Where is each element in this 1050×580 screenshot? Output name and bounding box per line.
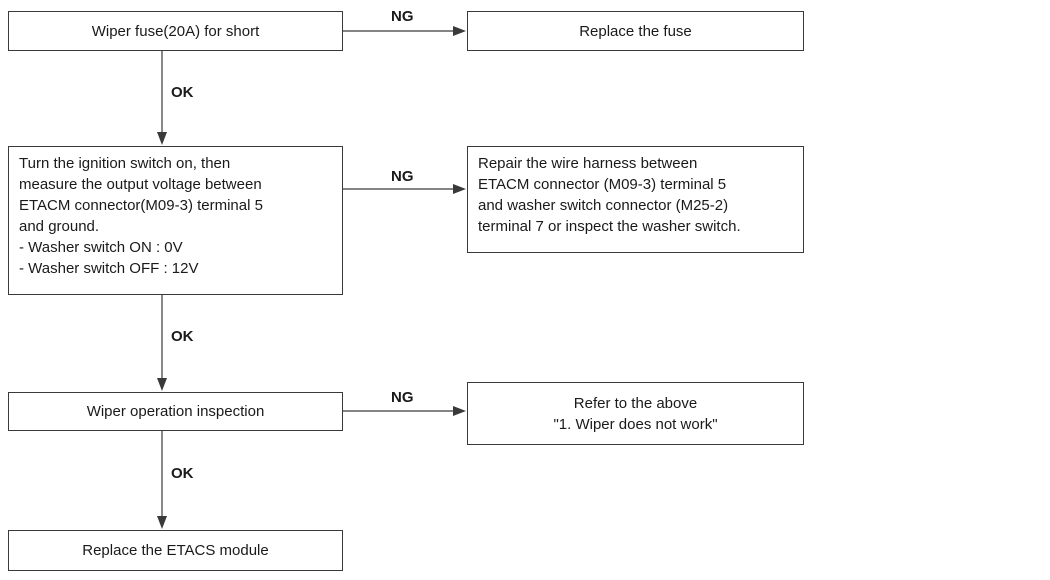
- step-voltage-check-line-2: measure the output voltage between: [19, 176, 262, 193]
- edge-label-ok-2: OK: [171, 328, 194, 345]
- step-replace-fuse-text: Replace the fuse: [579, 22, 692, 40]
- edge-label-ng-2: NG: [391, 168, 414, 185]
- step-voltage-check-line-5: - Washer switch ON : 0V: [19, 239, 183, 256]
- step-refer-above-line-1: Refer to the above: [573, 394, 698, 412]
- ok-arrow-3-head: [157, 516, 167, 529]
- step-voltage-check: Turn the ignition switch on, then measur…: [8, 146, 343, 295]
- edge-label-ng-1: NG: [391, 8, 414, 25]
- step-fuse-check-text: Wiper fuse(20A) for short: [91, 22, 260, 40]
- step-refer-above-line-2: "1. Wiper does not work": [553, 415, 718, 433]
- step-replace-module: Replace the ETACS module: [8, 530, 343, 571]
- step-replace-fuse: Replace the fuse: [467, 11, 804, 51]
- ng-arrow-2-head: [453, 184, 466, 194]
- step-replace-module-text: Replace the ETACS module: [82, 542, 269, 559]
- step-voltage-check-line-6: - Washer switch OFF : 12V: [19, 260, 199, 277]
- step-fuse-check: Wiper fuse(20A) for short: [8, 11, 343, 51]
- step-repair-harness-line-3: and washer switch connector (M25-2): [478, 197, 729, 214]
- step-voltage-check-line-3: ETACM connector(M09-3) terminal 5: [19, 197, 263, 214]
- ng-arrow-3-head: [453, 406, 466, 416]
- edge-label-ok-1: OK: [171, 84, 194, 101]
- step-repair-harness-line-1: Repair the wire harness between: [478, 155, 698, 172]
- step-voltage-check-line-1: Turn the ignition switch on, then: [19, 155, 231, 172]
- step-repair-harness-line-4: terminal 7 or inspect the washer switch.: [478, 218, 741, 235]
- ok-arrow-1-head: [157, 132, 167, 145]
- step-voltage-check-line-4: and ground.: [19, 218, 100, 235]
- step-repair-harness-line-2: ETACM connector (M09-3) terminal 5: [478, 176, 727, 193]
- step-refer-above: Refer to the above "1. Wiper does not wo…: [467, 382, 804, 445]
- ok-arrow-2-head: [157, 378, 167, 391]
- edge-label-ng-3: NG: [391, 389, 414, 406]
- step-repair-harness: Repair the wire harness between ETACM co…: [467, 146, 804, 253]
- ng-arrow-1-head: [453, 26, 466, 36]
- edge-label-ok-3: OK: [171, 465, 194, 482]
- step-wiper-inspection: Wiper operation inspection: [8, 392, 343, 431]
- step-wiper-inspection-text: Wiper operation inspection: [86, 403, 265, 420]
